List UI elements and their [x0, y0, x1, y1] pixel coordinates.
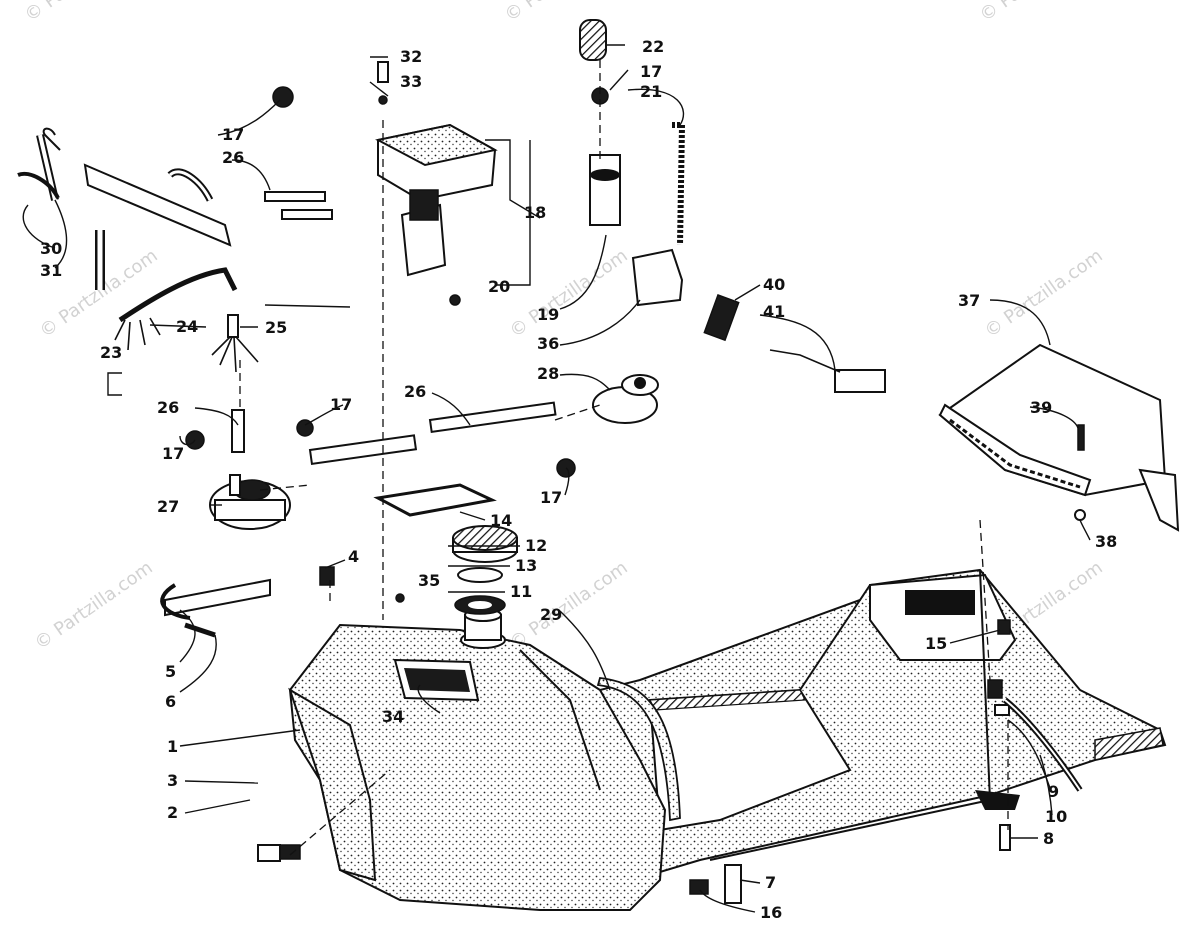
fuel-hoses-drawing — [231, 191, 557, 465]
watermark: © Partzilla.com — [21, 0, 147, 26]
label-part-14: 14 — [490, 511, 512, 530]
label-part-8: 8 — [1043, 829, 1054, 848]
label-part-17-d: 17 — [222, 125, 244, 144]
label-part-6: 6 — [165, 692, 176, 711]
wiring-harness-drawing — [114, 267, 259, 373]
label-part-36: 36 — [537, 334, 559, 353]
label-part-24: 24 — [176, 317, 198, 336]
label-part-3: 3 — [167, 771, 178, 790]
label-part-23: 23 — [100, 343, 122, 362]
label-part-34: 34 — [382, 707, 404, 726]
gasket-drawing — [373, 483, 497, 517]
gas-tank-drawing — [288, 608, 667, 911]
label-part-7: 7 — [765, 873, 776, 892]
label-part-32: 32 — [400, 47, 422, 66]
fuel-rail-drawing — [17, 127, 232, 290]
regulator-assembly-drawing — [375, 61, 498, 306]
label-part-28: 28 — [537, 364, 559, 383]
small-parts-drawing — [160, 424, 1086, 904]
label-part-16: 16 — [760, 903, 782, 922]
label-part-2: 2 — [167, 803, 178, 822]
label-part-35: 35 — [418, 571, 440, 590]
label-part-26-a: 26 — [157, 398, 179, 417]
label-part-19: 19 — [537, 305, 559, 324]
fuel-pump-drawing — [209, 474, 291, 530]
label-part-18: 18 — [524, 203, 546, 222]
label-part-11: 11 — [510, 582, 532, 601]
label-part-30: 30 — [40, 239, 62, 258]
label-part-33: 33 — [400, 72, 422, 91]
watermark: © Partzilla.com — [31, 557, 157, 654]
label-part-5: 5 — [165, 662, 176, 681]
watermark: © Partzilla.com — [501, 0, 627, 26]
label-part-41: 41 — [763, 302, 785, 321]
label-part-29: 29 — [540, 605, 562, 624]
assembly-lines — [239, 60, 1009, 856]
watermark: © Partzilla.com — [506, 245, 632, 342]
label-part-31: 31 — [40, 261, 62, 280]
electric-pump-drawing — [579, 19, 886, 393]
label-part-38: 38 — [1095, 532, 1117, 551]
label-part-17-c: 17 — [540, 488, 562, 507]
label-part-12: 12 — [525, 536, 547, 555]
label-part-1: 1 — [167, 737, 178, 756]
label-part-39: 39 — [1030, 398, 1052, 417]
label-part-22: 22 — [642, 37, 664, 56]
part-labels: 1 2 3 4 5 6 7 8 9 10 11 12 13 14 15 16 1… — [40, 37, 1117, 922]
label-part-17-e: 17 — [640, 62, 662, 81]
label-part-21: 21 — [640, 82, 662, 101]
bracket-drawing — [938, 343, 1180, 532]
leader-lines — [22, 44, 1091, 913]
label-part-27: 27 — [157, 497, 179, 516]
label-part-37: 37 — [958, 291, 980, 310]
watermark: © Partzilla.com — [976, 0, 1102, 26]
label-part-25: 25 — [265, 318, 287, 337]
label-part-26-b: 26 — [404, 382, 426, 401]
label-part-9: 9 — [1048, 782, 1059, 801]
label-part-4: 4 — [348, 547, 359, 566]
label-part-20: 20 — [488, 277, 510, 296]
label-part-40: 40 — [763, 275, 785, 294]
tank-strap-drawing — [596, 677, 681, 822]
pump-drawing — [592, 374, 659, 424]
label-part-10: 10 — [1045, 807, 1067, 826]
label-part-13: 13 — [515, 556, 537, 575]
label-part-17-b: 17 — [330, 395, 352, 414]
label-part-17-a: 17 — [162, 444, 184, 463]
fuel-cap-drawing — [452, 525, 518, 615]
label-part-26-c: 26 — [222, 148, 244, 167]
label-part-15: 15 — [925, 634, 947, 653]
